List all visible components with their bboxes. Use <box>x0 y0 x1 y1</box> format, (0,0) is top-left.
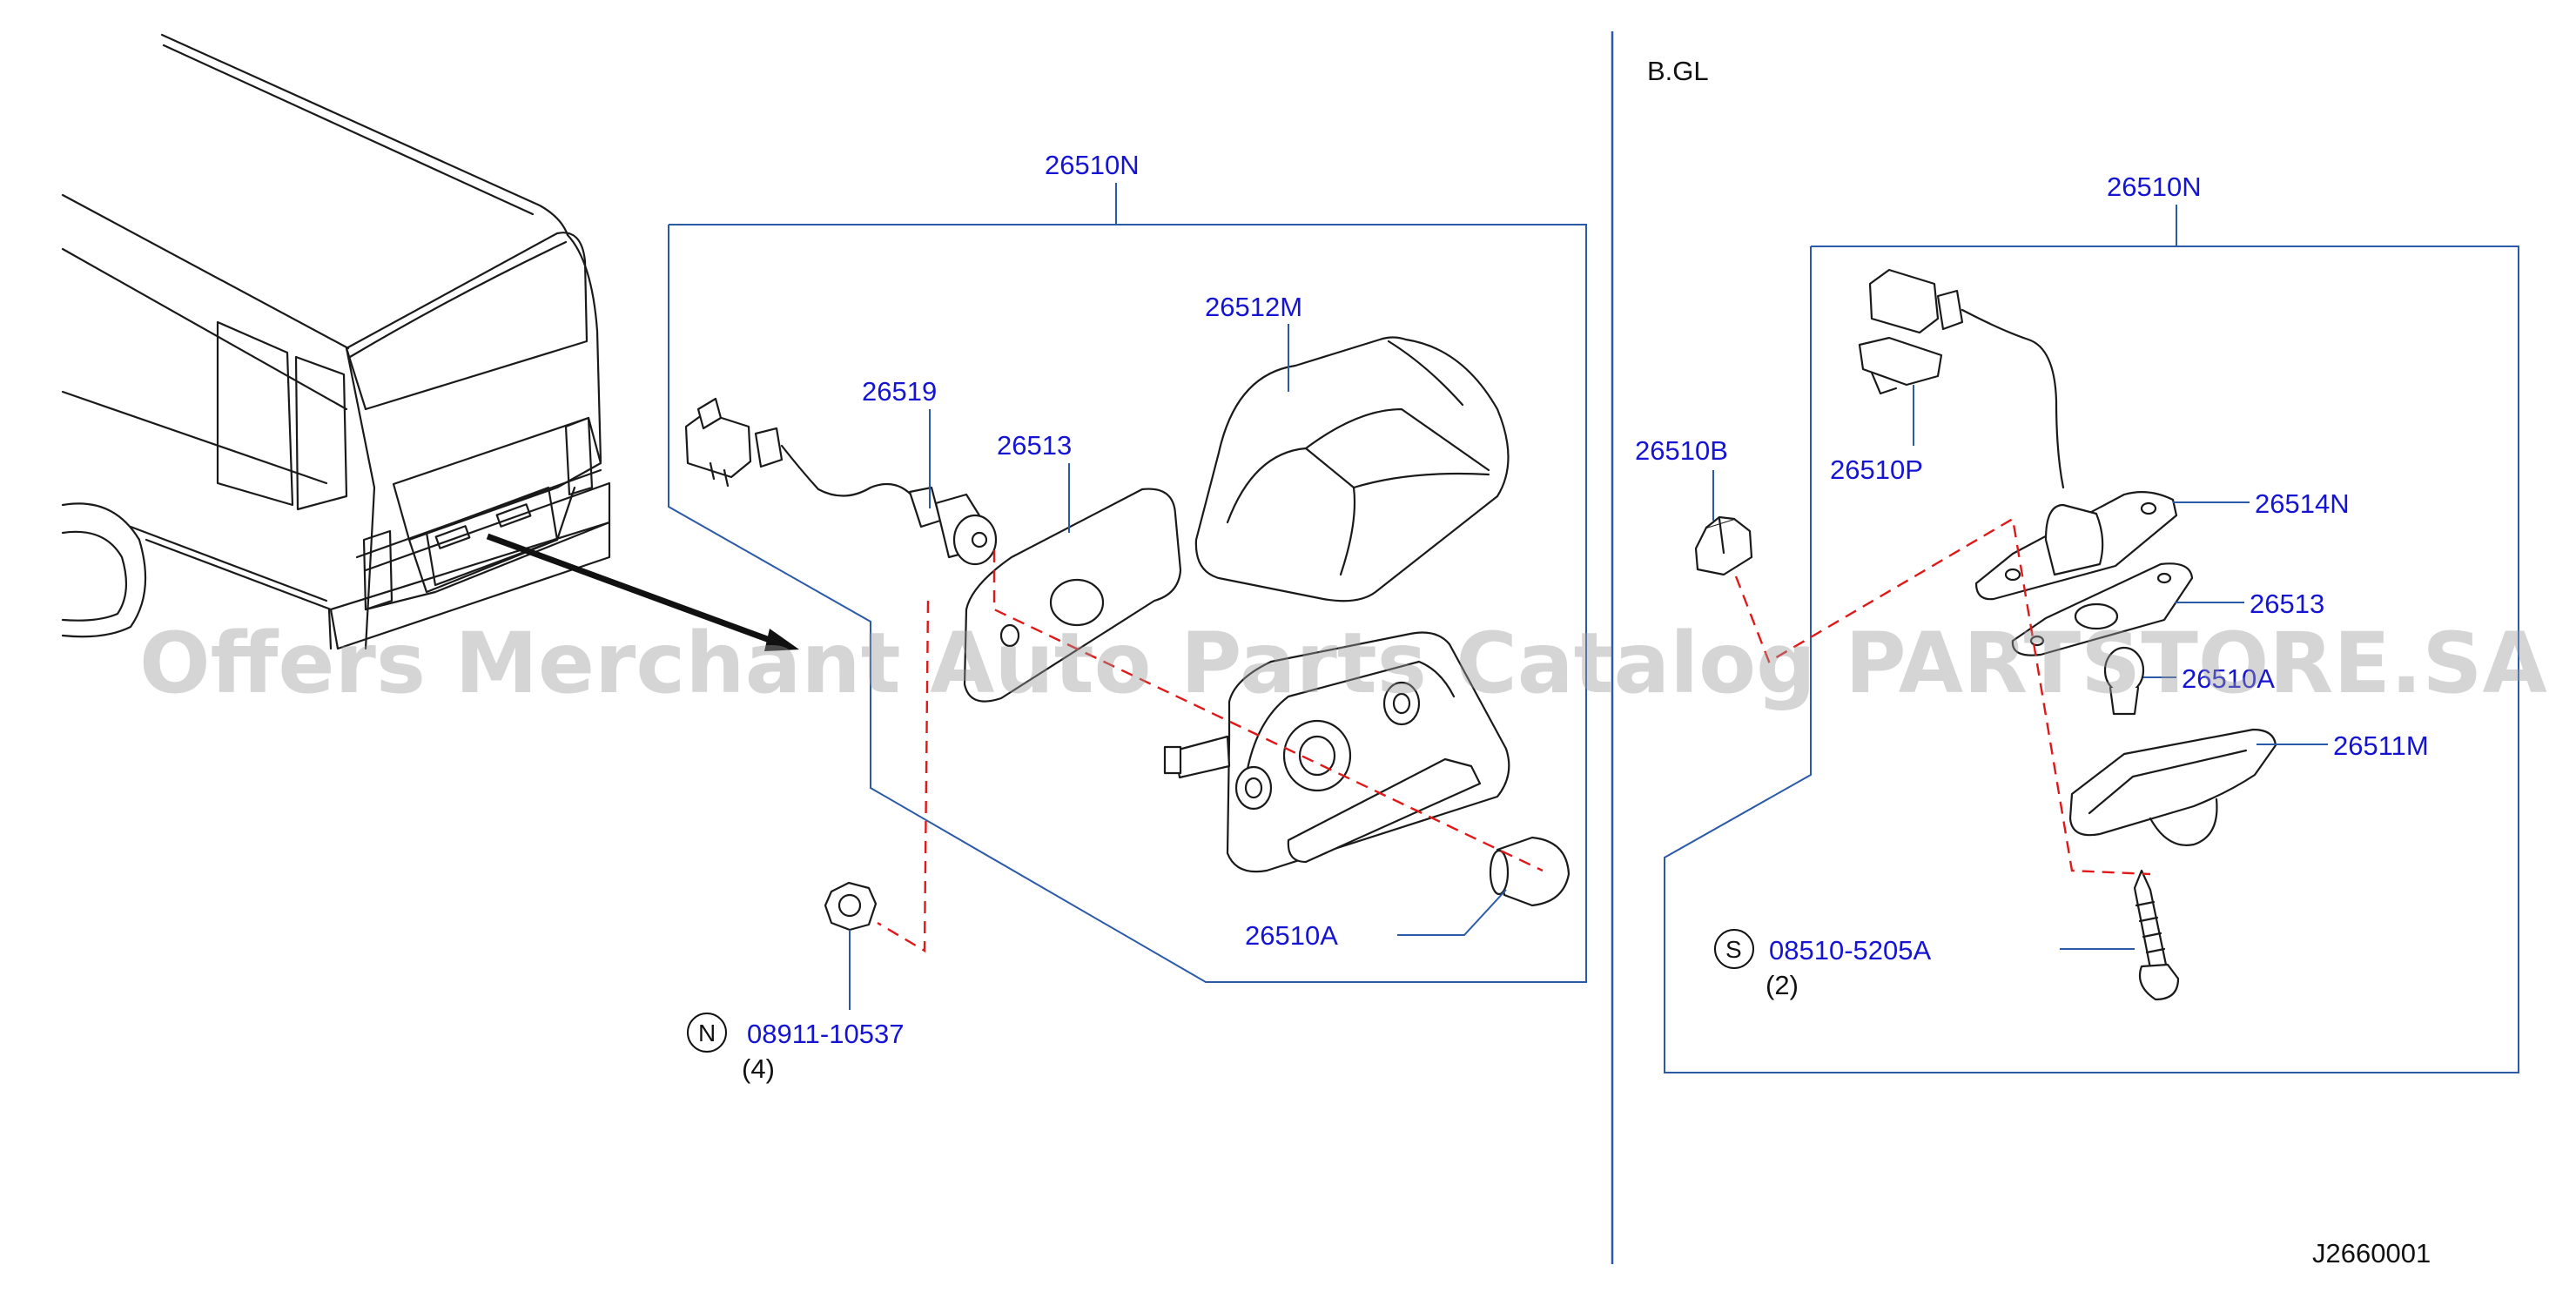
nut-part-number: 08911-10537 <box>747 1019 904 1049</box>
screw-symbol: S <box>1725 936 1742 963</box>
bulb-left-label: 26510A <box>1245 920 1338 951</box>
van-illustration <box>61 33 611 650</box>
section-label: B.GL <box>1647 56 1709 86</box>
connector-bracket-label: 26510P <box>1830 454 1923 485</box>
connector-bracket-part <box>1858 268 2065 489</box>
nut-symbol: N <box>698 1019 716 1046</box>
nut-symbol-circle <box>687 1013 727 1053</box>
screw-quantity: (2) <box>1766 970 1799 1000</box>
lens-right-label: 26511M <box>2333 730 2429 761</box>
bulb-right-label: 26510A <box>2182 663 2275 694</box>
harness-socket-label: 26519 <box>862 376 937 407</box>
lens-cover-label: 26512M <box>1205 292 1302 322</box>
right-assembly-label: 26510N <box>2107 172 2202 202</box>
harness-socket-part <box>684 397 998 566</box>
bulb-left-part <box>1489 836 1570 907</box>
lens-cover-part <box>1194 336 1510 602</box>
left-dashed-nut-axis <box>877 600 930 953</box>
pointer-arrow-shaft <box>486 533 778 646</box>
gasket-left-part <box>963 488 1182 703</box>
housing-right-label: 26514N <box>2255 488 2350 519</box>
clip-label: 26510B <box>1635 435 1728 466</box>
hex-nut-part <box>824 881 878 932</box>
lamp-housing-left-part <box>1163 631 1510 873</box>
screw-part-number: 08510-5205A <box>1769 935 1931 966</box>
watermark-text: Offers Merchant Auto Parts Catalog PARTS… <box>139 615 2547 712</box>
left-assembly-frame <box>668 224 1587 983</box>
gasket-right-part <box>2011 562 2194 656</box>
right-dashed-clip-axis <box>1734 517 2151 876</box>
bulb-left-leader <box>1397 889 1507 936</box>
pointer-arrow-head <box>764 629 799 651</box>
bulb-right-part <box>2103 646 2145 716</box>
left-assembly-label: 26510N <box>1045 150 1140 180</box>
clip-part <box>1694 515 1753 576</box>
housing-right-part <box>1974 490 2178 601</box>
lens-right-part <box>2068 728 2277 846</box>
screw-part <box>2133 869 2180 1001</box>
left-dashed-bulb-axis <box>992 550 1544 872</box>
gasket-left-label: 26513 <box>997 430 1072 461</box>
gasket-right-label: 26513 <box>2250 589 2324 619</box>
right-assembly-frame <box>1664 246 2519 1073</box>
diagram-code: J2660001 <box>2312 1238 2431 1268</box>
screw-symbol-circle <box>1714 929 1754 969</box>
nut-quantity: (4) <box>742 1053 775 1084</box>
